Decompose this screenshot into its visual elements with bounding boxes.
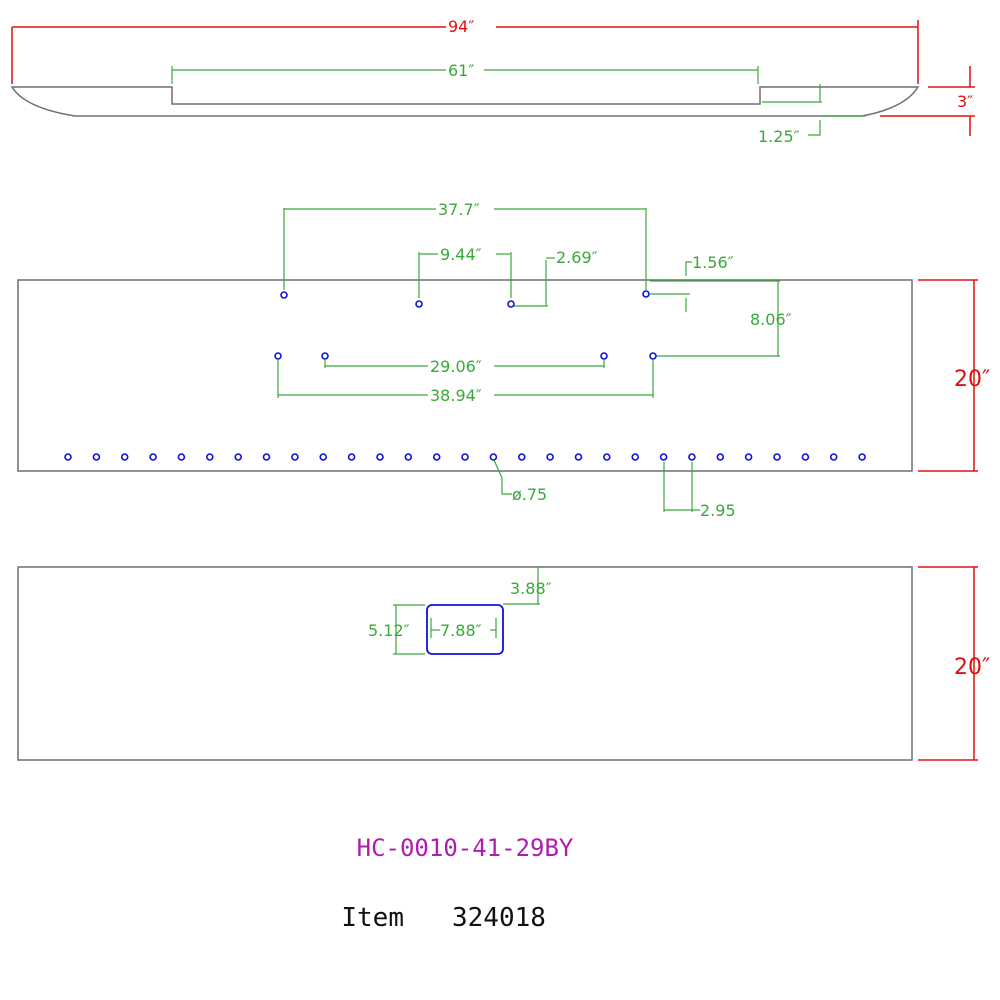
row-hole bbox=[829, 453, 838, 461]
row-hole bbox=[404, 453, 413, 461]
hole-spacing-dimension: 2.95 bbox=[663, 462, 736, 520]
dim-37-7-label: 37.7″ bbox=[438, 200, 480, 219]
cutout-view-width-label: 20″ bbox=[954, 655, 990, 680]
cutout-height-dimension: 5.12″ bbox=[368, 604, 425, 655]
cutout-width-dimension: 7.88″ bbox=[430, 618, 497, 640]
mount-hole bbox=[600, 352, 608, 360]
row-hole bbox=[574, 453, 583, 461]
cutout-offset-dimension: 3.88″ bbox=[503, 567, 552, 605]
hole-pattern-view: 37.7″ 9.44″ 2.69″ 1.56″ bbox=[17, 200, 990, 520]
overall-length-dimension: 94″ bbox=[11, 17, 919, 84]
row-hole bbox=[347, 453, 356, 461]
part-number: HC-0010-41-29BY bbox=[357, 834, 574, 862]
dim-9-44: 9.44″ bbox=[418, 245, 512, 298]
row-hole bbox=[92, 453, 101, 461]
row-hole bbox=[602, 453, 611, 461]
item-number: 324018 bbox=[452, 903, 546, 933]
row-hole bbox=[319, 453, 328, 461]
cutout-view: 3.88″ 5.12″ 7.88″ 20″ bbox=[17, 566, 990, 761]
dim-2-69: 2.69″ bbox=[511, 248, 598, 307]
cutout-offset-label: 3.88″ bbox=[510, 579, 552, 598]
cutout-height-label: 5.12″ bbox=[368, 621, 410, 640]
mount-hole bbox=[507, 300, 515, 308]
mount-hole bbox=[649, 352, 657, 360]
row-hole bbox=[688, 453, 696, 461]
dim-37-7: 37.7″ bbox=[283, 200, 647, 290]
cutout-view-width-dimension: 20″ bbox=[918, 566, 990, 761]
row-hole bbox=[432, 453, 441, 461]
mount-hole bbox=[274, 352, 282, 360]
row-hole bbox=[376, 453, 384, 461]
row-hole bbox=[64, 453, 72, 461]
dim-8-06-label: 8.06″ bbox=[750, 310, 792, 329]
row-hole bbox=[177, 453, 186, 461]
dim-29-06: 29.06″ bbox=[324, 357, 605, 376]
row-hole bbox=[234, 453, 242, 461]
row-hole bbox=[801, 453, 810, 461]
row-hole bbox=[489, 453, 498, 461]
row-hole bbox=[773, 453, 781, 461]
rectangular-cutout bbox=[426, 604, 504, 655]
row-hole bbox=[631, 453, 640, 461]
profile-outline bbox=[10, 86, 920, 117]
mount-hole bbox=[415, 300, 423, 308]
row-hole bbox=[149, 453, 157, 461]
height-label: 3″ bbox=[957, 92, 973, 111]
profile-view: 94″ 61″ 3″ 1.25″ bbox=[10, 17, 975, 146]
row-hole bbox=[517, 453, 526, 461]
row-hole bbox=[659, 453, 668, 461]
hole-spacing-label: 2.95 bbox=[700, 501, 736, 520]
dim-8-06: 8.06″ bbox=[650, 280, 792, 357]
hole-view-width-dimension: 20″ bbox=[918, 279, 990, 472]
row-hole bbox=[546, 453, 554, 461]
mount-hole bbox=[321, 352, 329, 360]
dim-38-94: 38.94″ bbox=[277, 360, 654, 405]
hole-diameter-callout: ø.75 bbox=[493, 459, 547, 504]
light-hole-row bbox=[64, 453, 866, 461]
dim-2-69-label: 2.69″ bbox=[556, 248, 598, 267]
cutout-width-label: 7.88″ bbox=[440, 621, 482, 640]
dim-38-94-label: 38.94″ bbox=[430, 386, 482, 405]
step-depth-dimension: 1.25″ bbox=[758, 84, 866, 146]
hole-view-width-label: 20″ bbox=[954, 367, 990, 392]
hole-view-outline bbox=[17, 279, 913, 472]
cutout-view-outline bbox=[17, 566, 913, 761]
height-dimension: 3″ bbox=[880, 66, 975, 136]
mount-hole bbox=[280, 291, 288, 299]
row-hole bbox=[291, 453, 299, 461]
row-hole bbox=[744, 453, 753, 461]
flat-length-label: 61″ bbox=[448, 61, 474, 80]
hole-diameter-label: ø.75 bbox=[512, 485, 547, 504]
flat-length-dimension: 61″ bbox=[171, 61, 759, 84]
dim-29-06-label: 29.06″ bbox=[430, 357, 482, 376]
row-hole bbox=[262, 453, 271, 461]
step-depth-label: 1.25″ bbox=[758, 127, 800, 146]
row-hole bbox=[716, 453, 725, 461]
dim-1-56: 1.56″ bbox=[650, 253, 734, 312]
overall-length-label: 94″ bbox=[448, 17, 474, 36]
row-hole bbox=[461, 453, 469, 461]
dim-9-44-label: 9.44″ bbox=[440, 245, 482, 264]
item-label: Item bbox=[341, 903, 404, 933]
mount-hole bbox=[642, 290, 650, 298]
row-hole bbox=[120, 453, 129, 461]
row-hole bbox=[206, 453, 214, 461]
row-hole bbox=[858, 453, 866, 461]
dim-1-56-label: 1.56″ bbox=[692, 253, 734, 272]
